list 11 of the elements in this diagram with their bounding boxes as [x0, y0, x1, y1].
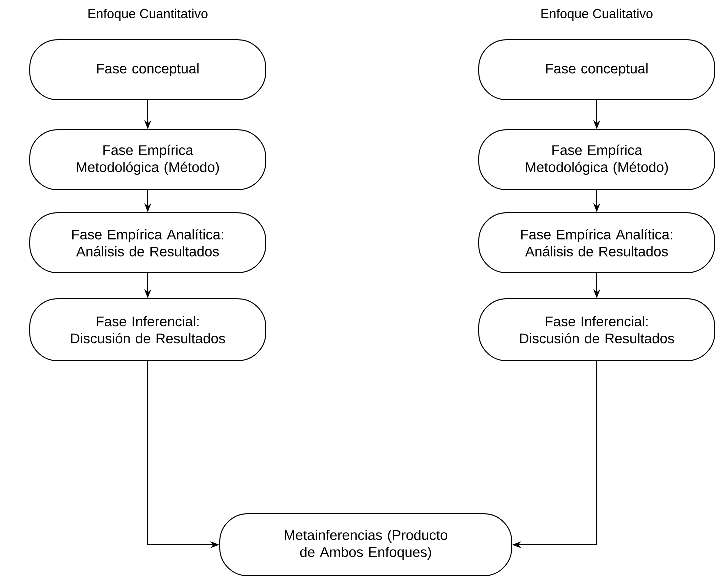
phase-box: Fase Empírica Metodológica (Método): [478, 130, 716, 190]
column-heading: Enfoque Cualitativo: [542, 8, 653, 22]
phase-box: Fase Empírica Metodológica (Método): [30, 130, 266, 190]
phase-box: Fase Inferencial: Discusión de Resultados: [478, 298, 716, 362]
phase-box: Fase Inferencial: Discusión de Resultados: [30, 298, 266, 362]
phase-box: Fase conceptual: [478, 40, 716, 100]
phase-box: Fase Empírica Analítica: Análisis de Resultados: [30, 212, 266, 274]
phase-box: Fase Empírica Analítica: Análisis de Resultados: [478, 212, 716, 274]
column-heading: Enfoque Cuantitativo: [88, 8, 208, 22]
phase-box: Fase conceptual: [30, 40, 266, 100]
phase-box: Metainferencias (Producto de Ambos Enfoques): [220, 514, 512, 576]
